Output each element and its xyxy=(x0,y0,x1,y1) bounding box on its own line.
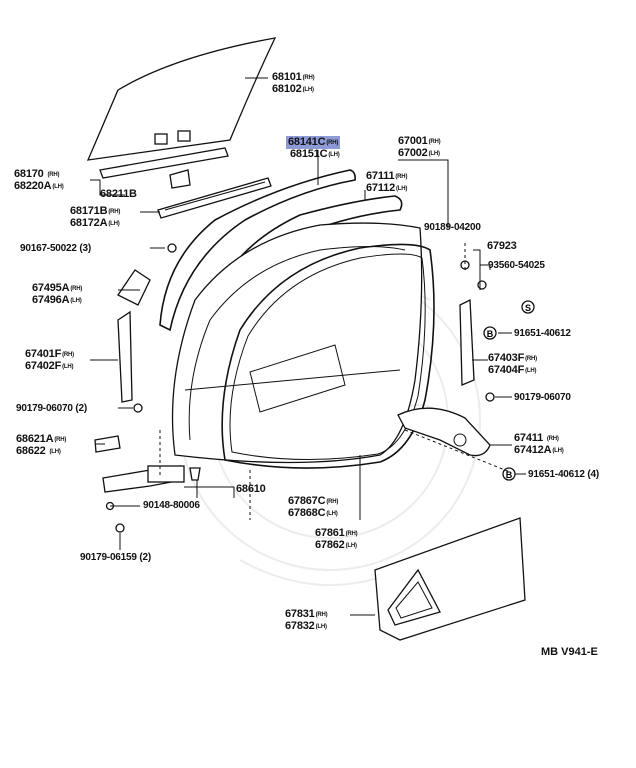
label-67411[interactable]: 67411 (RH) xyxy=(514,432,559,444)
leader-lines xyxy=(90,77,526,616)
label-67002[interactable]: 67002(LH) xyxy=(398,147,440,159)
label-68621A[interactable]: 68621A(RH) xyxy=(16,433,67,445)
label-68102[interactable]: 68102(LH) xyxy=(272,83,314,95)
label-90179-06070[interactable]: 90179-06070 xyxy=(514,392,571,403)
marker-b-lower: B xyxy=(502,467,516,481)
label-67868C[interactable]: 67868C(LH) xyxy=(288,507,338,519)
label-67001[interactable]: 67001(RH) xyxy=(398,135,441,147)
label-68622[interactable]: 68622 (LH) xyxy=(16,445,61,457)
diagram-reference-code: MB V941-E xyxy=(541,646,598,658)
label-90179-06070-2[interactable]: 90179-06070 (2) xyxy=(16,403,87,414)
label-93560-54025[interactable]: 93560-54025 xyxy=(488,260,545,271)
marker-s: S xyxy=(521,300,535,314)
label-67403F[interactable]: 67403F(RH) xyxy=(488,352,537,364)
hinge-lower[interactable] xyxy=(94,435,121,453)
washer-93560[interactable] xyxy=(477,280,487,290)
label-67831[interactable]: 67831(RH) xyxy=(285,608,328,620)
label-90167-50022[interactable]: 90167-50022 (3) xyxy=(20,243,91,254)
door-shell[interactable] xyxy=(171,222,423,464)
frame-weatherstrip[interactable] xyxy=(159,169,356,332)
label-67832[interactable]: 67832(LH) xyxy=(285,620,327,632)
bolt-90179-rear[interactable] xyxy=(485,392,495,402)
glass-channel[interactable] xyxy=(99,147,229,189)
belt-moulding[interactable] xyxy=(157,177,272,219)
label-67412A[interactable]: 67412A(LH) xyxy=(514,444,564,456)
label-67923[interactable]: 67923 xyxy=(487,240,517,252)
label-67862[interactable]: 67862(LH) xyxy=(315,539,357,551)
door-check[interactable] xyxy=(102,465,185,493)
label-68211B[interactable]: 68211B xyxy=(100,188,137,200)
label-68172A[interactable]: 68172A(LH) xyxy=(70,217,120,229)
trim-clip[interactable] xyxy=(189,467,201,481)
door-lock-assembly[interactable] xyxy=(397,407,491,457)
bolt-90179-lower[interactable] xyxy=(115,523,125,533)
marker-b-upper: B xyxy=(483,326,497,340)
label-91651-40612[interactable]: 91651-40612 xyxy=(514,328,571,339)
label-68170[interactable]: 68170 (RH) xyxy=(14,168,60,180)
label-68101[interactable]: 68101(RH) xyxy=(272,71,315,83)
hinge-upper[interactable] xyxy=(117,269,151,306)
label-67401F[interactable]: 67401F(RH) xyxy=(25,348,74,360)
label-68171B[interactable]: 68171B(RH) xyxy=(70,205,121,217)
door-glass[interactable] xyxy=(86,37,277,161)
rear-lower-frame[interactable] xyxy=(459,298,475,386)
label-67112[interactable]: 67112(LH) xyxy=(366,182,408,194)
svg-text:B: B xyxy=(487,329,494,339)
label-68220A[interactable]: 68220A(LH) xyxy=(14,180,64,192)
label-67402F[interactable]: 67402F(LH) xyxy=(25,360,74,372)
label-67404F[interactable]: 67404F(LH) xyxy=(488,364,537,376)
service-hole-cover[interactable] xyxy=(374,517,526,641)
svg-text:B: B xyxy=(506,470,513,480)
svg-text:S: S xyxy=(525,303,531,313)
label-67495A[interactable]: 67495A(RH) xyxy=(32,282,83,294)
label-67496A[interactable]: 67496A(LH) xyxy=(32,294,82,306)
label-67111[interactable]: 67111(RH) xyxy=(366,170,408,182)
label-67861[interactable]: 67861(RH) xyxy=(315,527,358,539)
label-90179-06159[interactable]: 90179-06159 (2) xyxy=(80,552,151,563)
bolt-90167[interactable] xyxy=(167,243,177,253)
label-91651-40612-4[interactable]: 91651-40612 (4) xyxy=(528,469,599,480)
door-weatherstrip[interactable] xyxy=(221,243,435,469)
label-68610[interactable]: 68610 xyxy=(236,483,266,495)
front-lower-frame[interactable] xyxy=(117,310,133,403)
bolt-90179-upper[interactable] xyxy=(133,403,143,413)
label-68151C[interactable]: 68151C(LH) xyxy=(290,148,340,160)
label-67867C[interactable]: 67867C(RH) xyxy=(288,495,339,507)
label-90148-80006[interactable]: 90148-80006 xyxy=(143,500,200,511)
label-90189-04200[interactable]: 90189-04200 xyxy=(424,222,481,233)
label-68141C[interactable]: 68141C(RH) xyxy=(286,136,341,149)
